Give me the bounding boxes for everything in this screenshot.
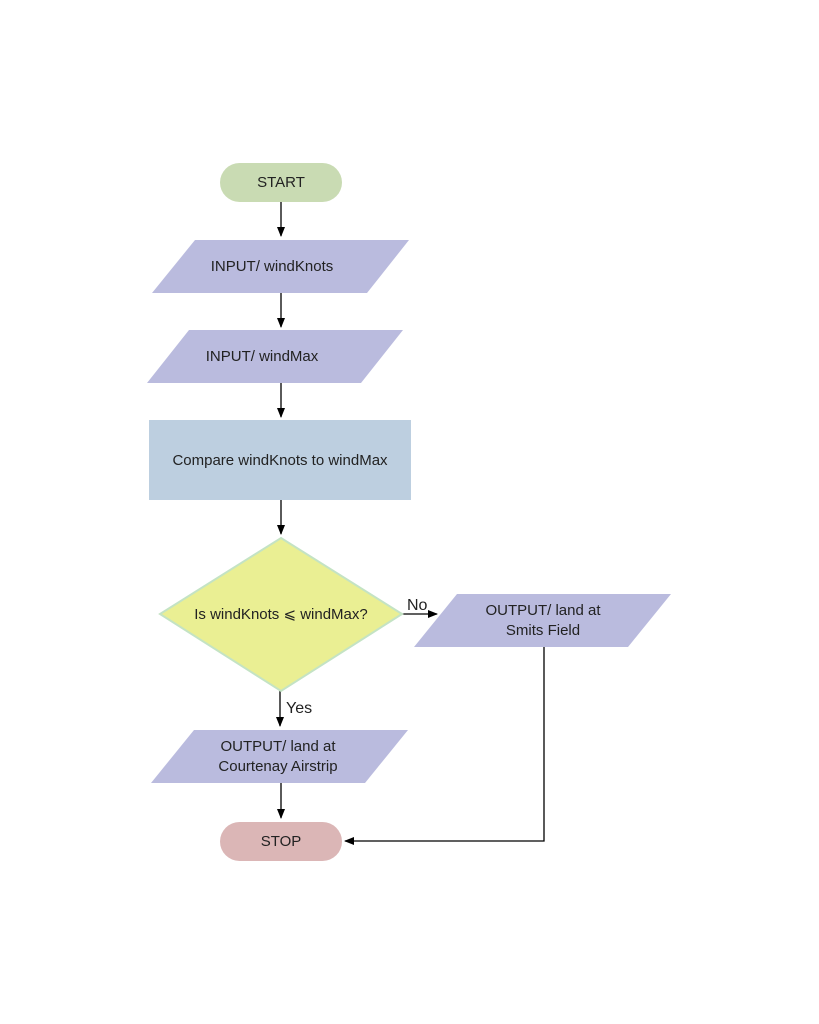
output-courtenay-label-line1: OUTPUT/ land at (220, 738, 336, 755)
input-windmax-node: INPUT/ windMax (147, 330, 403, 383)
stop-label: STOP (261, 833, 302, 850)
decision-shape (158, 536, 404, 693)
output-courtenay-label-line2: Courtenay Airstrip (218, 758, 337, 775)
compare-process-shape (149, 420, 411, 500)
output-courtenay-node: OUTPUT/ land at Courtenay Airstrip (151, 730, 408, 783)
start-terminal: START (220, 163, 342, 202)
decision-node: Is windKnots ⩽ windMax? (158, 536, 404, 693)
output-smits-shape (414, 594, 671, 647)
start-terminal-shape (220, 163, 342, 202)
start-label: START (257, 174, 305, 191)
edge-smits-to-stop (344, 647, 545, 845)
edge-label-yes: Yes (286, 700, 312, 717)
input-windknots-label: INPUT/ windKnots (211, 258, 334, 275)
input-windmax-label: INPUT/ windMax (206, 348, 319, 365)
output-smits-label-line1: OUTPUT/ land at (485, 602, 601, 619)
decision-label: Is windKnots ⩽ windMax? (194, 606, 367, 623)
edge-label-no: No (407, 597, 428, 614)
stop-terminal: STOP (220, 822, 342, 861)
compare-process-node: Compare windKnots to windMax (149, 420, 411, 500)
input-windknots-node: INPUT/ windKnots (152, 240, 409, 293)
output-smits-label-line2: Smits Field (506, 622, 580, 639)
stop-terminal-shape (220, 822, 342, 861)
input-windmax-shape (147, 330, 403, 383)
input-windknots-shape (152, 240, 409, 293)
compare-label: Compare windKnots to windMax (172, 452, 388, 469)
output-courtenay-shape (151, 730, 408, 783)
output-smits-node: OUTPUT/ land at Smits Field (414, 594, 671, 647)
